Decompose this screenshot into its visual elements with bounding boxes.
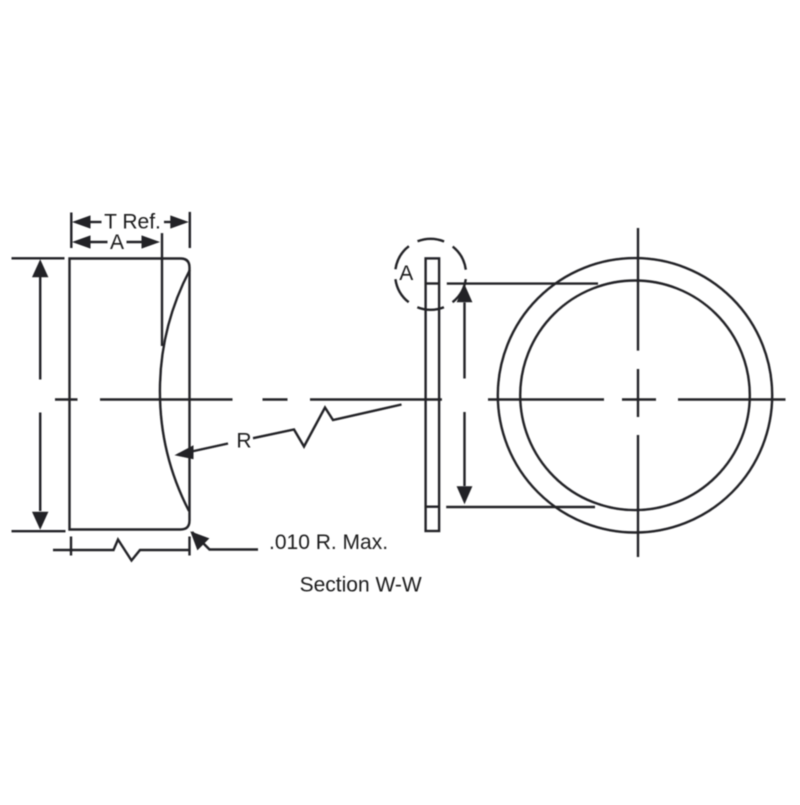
svg-text:T Ref.: T Ref. (104, 211, 161, 234)
svg-text:A: A (110, 231, 124, 254)
svg-text:A: A (399, 262, 413, 285)
svg-text:R: R (236, 430, 251, 453)
svg-text:Section W-W: Section W-W (300, 573, 422, 596)
svg-text:.010 R. Max.: .010 R. Max. (269, 531, 388, 554)
